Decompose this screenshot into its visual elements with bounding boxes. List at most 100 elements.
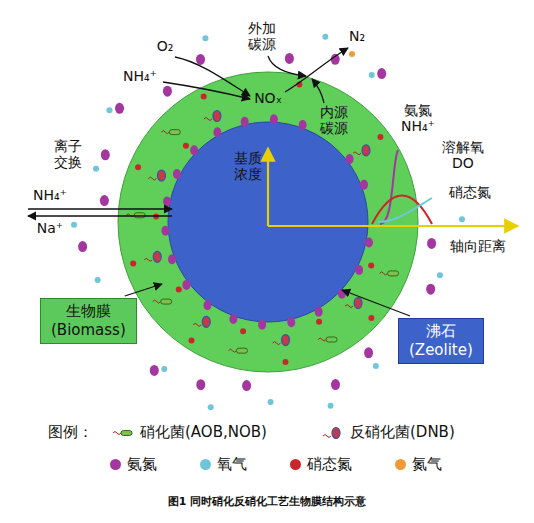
ammonia-dot — [365, 237, 373, 247]
concentration-axes — [268, 148, 518, 226]
oxygen-dot — [268, 399, 274, 405]
leader-arrow — [342, 290, 410, 316]
nitrogen-gas-dot — [349, 51, 355, 57]
carbon-source-label: 内源碳源 — [319, 104, 350, 136]
nitrate-dot — [368, 315, 374, 321]
ammonium-arrow — [163, 82, 250, 99]
ion-exchange-in-arrow — [28, 208, 172, 209]
nitrifier-icon — [153, 299, 172, 304]
axis-label: 轴向距离 — [450, 238, 506, 254]
ammonia-dot — [426, 284, 435, 295]
legend-entry: 氧气 — [200, 455, 247, 474]
axis-line — [267, 148, 269, 226]
nitrifier-icon — [380, 271, 399, 276]
legend-text: 硝化菌(AOB,NOB) — [140, 423, 267, 442]
profile-curves — [372, 150, 432, 224]
cell-body — [282, 335, 290, 346]
oxygen-dot — [71, 222, 77, 228]
axis-line — [268, 225, 518, 227]
legend-heading: 图例： — [48, 424, 93, 441]
legend-entry: 硝态氮 — [290, 455, 352, 474]
nitrifier-icon — [318, 337, 337, 342]
zeolite-label-box: 沸石(Zeolite) — [398, 318, 484, 364]
flagellum — [228, 349, 236, 352]
nitrate-dot — [176, 287, 182, 293]
ammonia-dot — [213, 127, 221, 137]
flagellum — [323, 434, 331, 437]
nitrate-dot — [377, 134, 383, 140]
legend-icon — [112, 426, 134, 440]
formula-label: NH₄⁺ — [123, 68, 157, 84]
nitrate-dot — [283, 359, 289, 365]
ammonia-dot — [285, 53, 294, 64]
legend-swatch — [110, 459, 121, 470]
ammonia-dot — [190, 145, 198, 155]
oxygen-dot — [95, 277, 101, 283]
ammonia-dot — [346, 154, 354, 164]
flagellum — [193, 323, 201, 326]
ammonia-dot — [196, 54, 205, 65]
oxygen-dot — [369, 72, 375, 78]
ammonia-dot — [150, 365, 159, 376]
cell-body — [332, 427, 340, 438]
cell-body — [202, 316, 210, 327]
leader-arrow — [125, 284, 162, 296]
oxygen-dot — [437, 272, 443, 278]
process-arrows — [28, 48, 348, 216]
nitrate-dot — [188, 337, 194, 343]
nitrate-dot — [135, 164, 141, 170]
flagellum — [153, 300, 161, 303]
nitrate-dot — [130, 261, 136, 267]
legend-entry: 硝化菌(AOB,NOB) — [112, 423, 267, 442]
nitrate-dot — [368, 263, 374, 269]
oxygen-dot — [322, 34, 328, 40]
cell-body — [169, 130, 180, 135]
legend-entry: 氨氮 — [110, 455, 157, 474]
cell-body — [362, 145, 370, 156]
ammonia-dot — [161, 226, 169, 236]
flagellum — [144, 258, 152, 261]
ammonia-dot — [331, 379, 340, 390]
denitrifier-icon — [148, 170, 165, 181]
flagellum — [273, 342, 281, 345]
ammonia-dot — [163, 197, 171, 207]
cell-body — [161, 299, 172, 304]
legend-icon — [322, 426, 344, 440]
nitrifier-icon — [113, 430, 132, 435]
legend-text: 氮气 — [412, 455, 442, 474]
ammonia-dot — [115, 103, 124, 114]
curve-label: 硝态氮 — [449, 184, 491, 200]
denitrifier-icon — [323, 427, 340, 438]
ammonia-dot — [229, 314, 237, 324]
box-text: (Zeolite) — [409, 341, 473, 360]
legend-swatch — [290, 459, 301, 470]
denitrifier-icon — [193, 316, 210, 327]
flagellum — [204, 117, 212, 120]
cell-body — [388, 271, 399, 276]
ammonia-curve — [380, 150, 398, 224]
oxygen-dot — [459, 216, 465, 222]
zeolite-core — [168, 122, 368, 322]
ammonia-dot — [287, 317, 295, 327]
nitrate-dot — [316, 319, 322, 325]
process-label: 离子交换 — [53, 138, 84, 170]
oxygen-dot — [373, 363, 379, 369]
ammonia-dot — [242, 380, 251, 391]
formula-label: O₂ — [157, 38, 174, 54]
legend-text: 氨氮 — [127, 455, 157, 474]
ion-label: Na⁺ — [37, 220, 63, 236]
denitrifier-icon — [204, 110, 221, 121]
cell-body — [157, 170, 165, 181]
cell-body — [236, 348, 247, 353]
flagellum — [318, 338, 326, 341]
box-text: 沸石 — [409, 322, 473, 341]
ammonia-dot — [258, 320, 266, 330]
ammonia-dot — [173, 169, 181, 179]
ammonia-dot — [182, 280, 190, 290]
figure-caption: 图1 同时硝化反硝化工艺生物膜结构示意 — [0, 494, 534, 509]
cell-body — [213, 110, 221, 121]
cell-body — [134, 213, 145, 218]
